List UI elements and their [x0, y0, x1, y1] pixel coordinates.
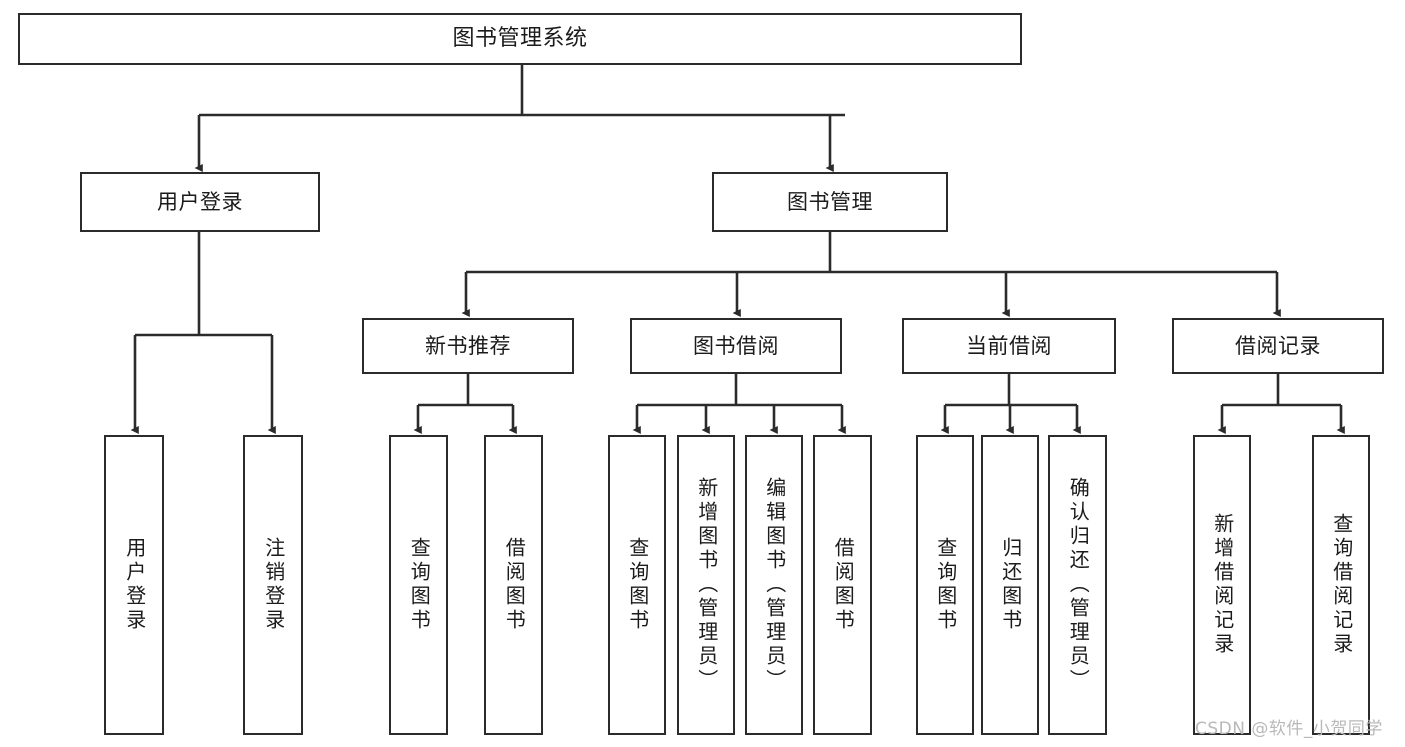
node-borrow-record[interactable]: 借阅记录: [1172, 318, 1384, 374]
node-book-manage[interactable]: 图书管理: [712, 172, 948, 232]
edge-group-borrow-record: [1217, 374, 1345, 434]
node-book-borrow[interactable]: 图书借阅: [630, 318, 842, 374]
node-leaf-confirm-return[interactable]: 确认归还（管理员）: [1048, 435, 1107, 735]
node-leaf-edit-book[interactable]: 编辑图书（管理员）: [745, 435, 803, 735]
node-label: 新书推荐: [425, 333, 511, 358]
node-label: 借阅记录: [1235, 333, 1321, 358]
node-label: 新增借阅记录: [1210, 513, 1235, 657]
edge-group-new-book-rec: [413, 374, 517, 434]
node-leaf-query-book-3[interactable]: 查询图书: [916, 435, 974, 735]
node-label: 当前借阅: [966, 333, 1052, 358]
node-label: 借阅图书: [831, 537, 856, 633]
node-user-login[interactable]: 用户登录: [80, 172, 320, 232]
edge-group-root: [194, 65, 845, 172]
node-label: 图书管理: [787, 189, 873, 214]
node-leaf-add-book[interactable]: 新增图书（管理员）: [677, 435, 735, 735]
node-label: 编辑图书（管理员）: [762, 477, 787, 693]
node-label: 用户登录: [157, 189, 243, 214]
edge-group-current-borrow: [940, 374, 1081, 434]
node-leaf-user-login[interactable]: 用户登录: [104, 435, 164, 735]
node-leaf-query-book-1[interactable]: 查询图书: [389, 435, 448, 735]
node-label: 注销登录: [261, 537, 286, 633]
node-leaf-return-book[interactable]: 归还图书: [981, 435, 1039, 735]
node-leaf-add-record[interactable]: 新增借阅记录: [1193, 435, 1251, 735]
node-label: 查询图书: [407, 537, 432, 633]
node-label: 图书借阅: [693, 333, 779, 358]
edge-group-book-borrow: [632, 374, 846, 434]
node-label: 查询借阅记录: [1329, 513, 1354, 657]
edge-group-book-manage: [461, 232, 1281, 317]
node-label: 用户登录: [122, 537, 147, 633]
node-label: 图书管理系统: [452, 26, 588, 52]
node-leaf-borrow-book-2[interactable]: 借阅图书: [813, 435, 872, 735]
node-root-system[interactable]: 图书管理系统: [18, 13, 1022, 65]
node-leaf-query-record[interactable]: 查询借阅记录: [1312, 435, 1370, 735]
node-label: 查询图书: [625, 537, 650, 633]
edge-group-user-login: [130, 232, 276, 434]
node-new-book-recommend[interactable]: 新书推荐: [362, 318, 574, 374]
node-label: 归还图书: [998, 537, 1023, 633]
node-leaf-logout[interactable]: 注销登录: [243, 435, 303, 735]
node-label: 借阅图书: [502, 537, 527, 633]
node-current-borrow[interactable]: 当前借阅: [902, 318, 1116, 374]
node-label: 新增图书（管理员）: [694, 477, 719, 693]
node-leaf-borrow-book-1[interactable]: 借阅图书: [484, 435, 543, 735]
node-leaf-query-book-2[interactable]: 查询图书: [608, 435, 666, 735]
node-label: 确认归还（管理员）: [1066, 477, 1091, 693]
node-label: 查询图书: [933, 537, 958, 633]
